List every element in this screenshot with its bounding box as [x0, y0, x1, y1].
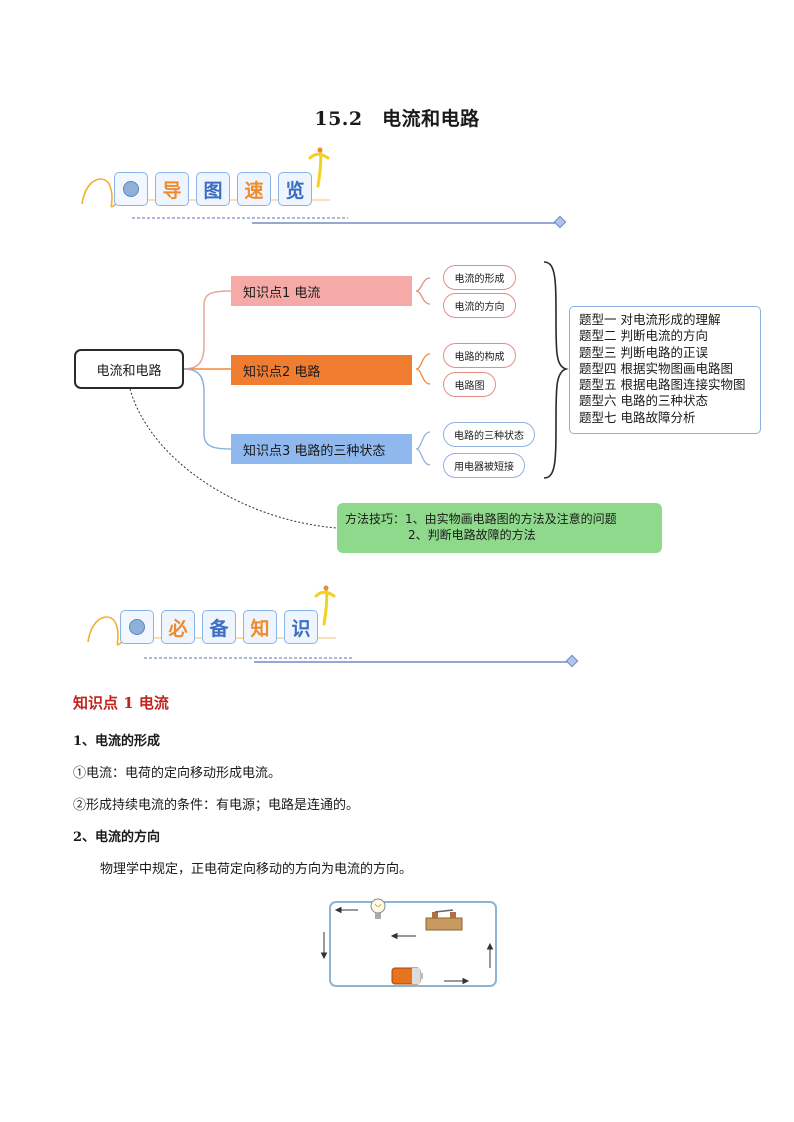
banner-char-2: 图 — [196, 172, 230, 206]
type-item: 题型二 判断电流的方向 — [579, 328, 708, 344]
banner-char-1: 必 — [161, 610, 195, 644]
leaf-current-direction: 电流的方向 — [443, 293, 516, 318]
type-item: 题型五 根据电路图连接实物图 — [579, 377, 746, 393]
banner-decoration — [87, 585, 579, 668]
banner-ball-icon — [120, 610, 154, 644]
section-heading: 知识点 1 电流 — [73, 694, 169, 712]
circuit-illustration — [320, 898, 497, 987]
banner-char-4: 识 — [284, 610, 318, 644]
type-item: 题型六 电路的三种状态 — [579, 393, 708, 409]
type-item: 题型四 根据实物图画电路图 — [579, 360, 733, 376]
branch-knowledge-1: 知识点1 电流 — [231, 276, 412, 306]
light-bulb-icon — [370, 898, 386, 919]
banner-char-3: 速 — [237, 172, 271, 206]
type-item: 题型七 电路故障分析 — [579, 409, 696, 425]
subheading-direction: 2、电流的方向 — [73, 830, 161, 845]
type-item: 题型三 判断电路的正误 — [579, 344, 708, 360]
paragraph-current-direction: 物理学中规定，正电荷定向移动的方向为电流的方向。 — [100, 862, 413, 877]
banner-char-2: 备 — [202, 610, 236, 644]
mindmap-connectors — [129, 261, 569, 529]
battery-icon — [391, 967, 423, 985]
banner-char-3: 知 — [243, 610, 277, 644]
branch-knowledge-3: 知识点3 电路的三种状态 — [231, 434, 412, 464]
paragraph-current-condition: ②形成持续电流的条件：有电源；电路是连通的。 — [73, 798, 360, 813]
leaf-circuit-diagram: 电路图 — [443, 372, 496, 397]
method-tips-box: 方法技巧：1、由实物画电路图的方法及注意的问题 2、判断电路故障的方法 — [337, 503, 662, 553]
page-title: 15.2 电流和电路 — [314, 108, 480, 130]
leaf-circuit-composition: 电路的构成 — [443, 343, 516, 368]
branch-knowledge-2: 知识点2 电路 — [231, 355, 412, 385]
switch-icon — [425, 909, 463, 931]
leaf-current-formation: 电流的形成 — [443, 265, 516, 290]
leaf-three-states: 电路的三种状态 — [443, 422, 535, 447]
banner-ball-icon — [114, 172, 148, 206]
mindmap-root: 电流和电路 — [74, 349, 184, 389]
banner-char-1: 导 — [155, 172, 189, 206]
type-item: 题型一 对电流形成的理解 — [579, 312, 721, 327]
question-types-box: 题型一 对电流形成的理解 题型二 判断电流的方向 题型三 判断电路的正误 题型四… — [569, 306, 761, 434]
paragraph-current-definition: ①电流：电荷的定向移动形成电流。 — [73, 766, 282, 781]
method-line-2: 2、判断电路故障的方法 — [408, 528, 536, 542]
method-line-1: 方法技巧：1、由实物画电路图的方法及注意的问题 — [345, 512, 617, 526]
banner-char-4: 览 — [278, 172, 312, 206]
leaf-short-circuit: 用电器被短接 — [443, 453, 525, 478]
subheading-formation: 1、电流的形成 — [73, 734, 161, 749]
